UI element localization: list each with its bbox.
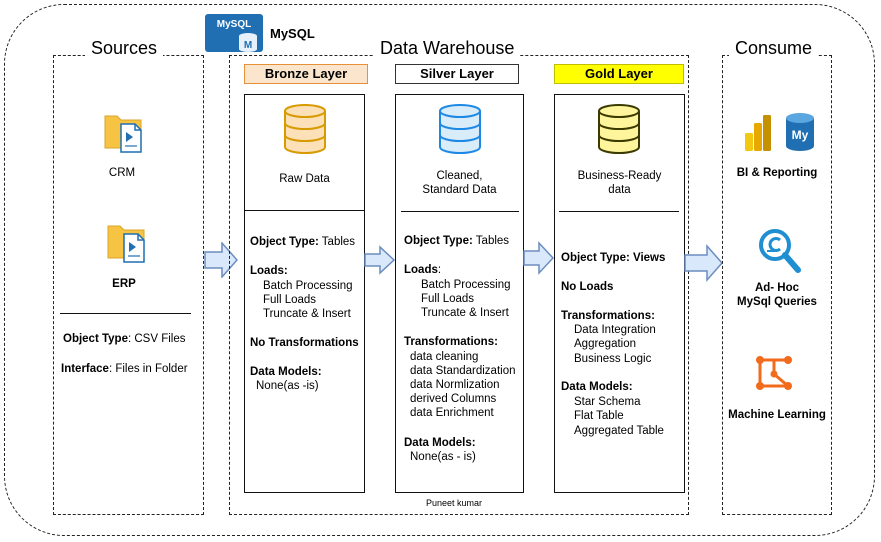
bronze-load-item: Batch Processing (263, 280, 353, 292)
gold-loads: No Loads (561, 281, 614, 293)
gold-model-item: Aggregated Table (574, 425, 664, 437)
silver-model-item: None(as - is) (410, 451, 476, 463)
adhoc-label-line1: Ad- Hoc (754, 282, 800, 294)
bronze-models-label: Data Models: (250, 366, 322, 378)
silver-layer-panel (395, 94, 524, 493)
object-type-value: : CSV Files (127, 333, 186, 345)
ml-label: Machine Learning (728, 409, 826, 421)
bronze-model-item: None(as -is) (256, 380, 319, 392)
arrow-bronze-to-silver (364, 245, 396, 275)
silver-desc-line2: Standard Data (422, 184, 497, 196)
silver-layer-header: Silver Layer (395, 64, 519, 84)
gold-database-icon (596, 103, 642, 160)
warehouse-footer: Puneet kumar (426, 498, 483, 508)
sources-title: Sources (85, 38, 164, 59)
silver-transformation-item: derived Columns (410, 393, 497, 405)
silver-object-type: Object Type: Tables (404, 234, 509, 249)
gold-object-type: Object Type: Views (561, 252, 666, 264)
query-search-icon[interactable] (757, 227, 803, 280)
silver-divider (401, 211, 519, 212)
silver-load-item: Truncate & Insert (421, 307, 509, 319)
silver-load-item: Full Loads (421, 293, 475, 305)
gold-layer-header: Gold Layer (554, 64, 684, 84)
bronze-loads-label: Loads: (250, 265, 288, 277)
gold-layer-panel (554, 94, 685, 493)
gold-desc-line1: Business-Ready (577, 170, 662, 182)
mysql-title: MySQL (270, 26, 315, 41)
gold-desc-line2: data (608, 184, 631, 196)
arrow-silver-to-gold (523, 241, 555, 275)
silver-object-type-label: Object Type: (404, 235, 473, 247)
silver-transformation-item: data Standardization (410, 365, 516, 377)
silver-loads-suffix: : (437, 264, 442, 276)
gold-transformations-label: Transformations: (561, 310, 655, 322)
silver-loads-label: Loads (404, 264, 438, 276)
machine-learning-icon[interactable] (752, 352, 798, 401)
silver-transformations-label: Transformations: (404, 336, 498, 348)
gold-transformation-item: Data Integration (574, 324, 656, 336)
gold-model-item: Star Schema (574, 396, 641, 408)
gold-model-item: Flat Table (574, 410, 624, 422)
bronze-transformations: No Transformations (250, 337, 359, 349)
outer-frame (4, 4, 875, 536)
crm-label: CRM (108, 167, 136, 179)
interface-label: Interface (61, 363, 109, 375)
bronze-layer-header: Bronze Layer (244, 64, 368, 84)
silver-loads: Loads: (404, 263, 441, 278)
adhoc-label-line2: MySql Queries (737, 296, 817, 308)
bronze-desc: Raw Data (279, 173, 330, 185)
erp-label: ERP (112, 278, 136, 290)
sources-divider (60, 313, 191, 314)
bronze-object-type: Object Type: Tables (250, 235, 355, 250)
bi-reporting-label: BI & Reporting (736, 167, 818, 179)
bronze-object-type-label: Object Type: (250, 236, 319, 248)
consume-title: Consume (729, 38, 819, 59)
arrow-warehouse-to-consume (684, 244, 724, 282)
silver-desc-line1: Cleaned, (436, 170, 483, 182)
object-type-label: Object Type (63, 333, 128, 345)
svg-text:My: My (792, 128, 809, 142)
silver-load-item: Batch Processing (421, 279, 511, 291)
bronze-database-icon (282, 103, 328, 160)
mysql-logo-icon: MySQL M (205, 14, 265, 59)
erp-folder-icon[interactable] (106, 220, 148, 269)
silver-object-type-value: Tables (472, 235, 510, 247)
gold-models-label: Data Models: (561, 381, 633, 393)
silver-transformation-item: data cleaning (410, 351, 479, 363)
bronze-object-type-value: Tables (318, 236, 356, 248)
silver-database-icon (437, 103, 483, 160)
sources-interface: Interface: Files in Folder (61, 362, 188, 377)
bronze-load-item: Truncate & Insert (263, 308, 351, 320)
bronze-divider (244, 210, 365, 211)
silver-models-label: Data Models: (404, 437, 476, 449)
crm-folder-icon[interactable] (103, 110, 145, 159)
bronze-load-item: Full Loads (263, 294, 317, 306)
interface-value: : Files in Folder (108, 363, 188, 375)
bronze-layer-panel (244, 94, 365, 493)
mysql-database-icon[interactable]: My (784, 112, 816, 157)
gold-divider (559, 211, 679, 212)
silver-transformation-item: data Normlization (410, 379, 500, 391)
gold-transformation-item: Business Logic (574, 353, 652, 365)
mysql-badge-text: MySQL (217, 19, 251, 30)
warehouse-title: Data Warehouse (374, 38, 521, 59)
sources-object-type: Object Type: CSV Files (63, 332, 185, 347)
silver-transformation-item: data Enrichment (410, 407, 494, 419)
mysql-badge-letter: M (244, 40, 252, 51)
gold-transformation-item: Aggregation (574, 338, 637, 350)
powerbi-icon[interactable] (743, 113, 775, 158)
